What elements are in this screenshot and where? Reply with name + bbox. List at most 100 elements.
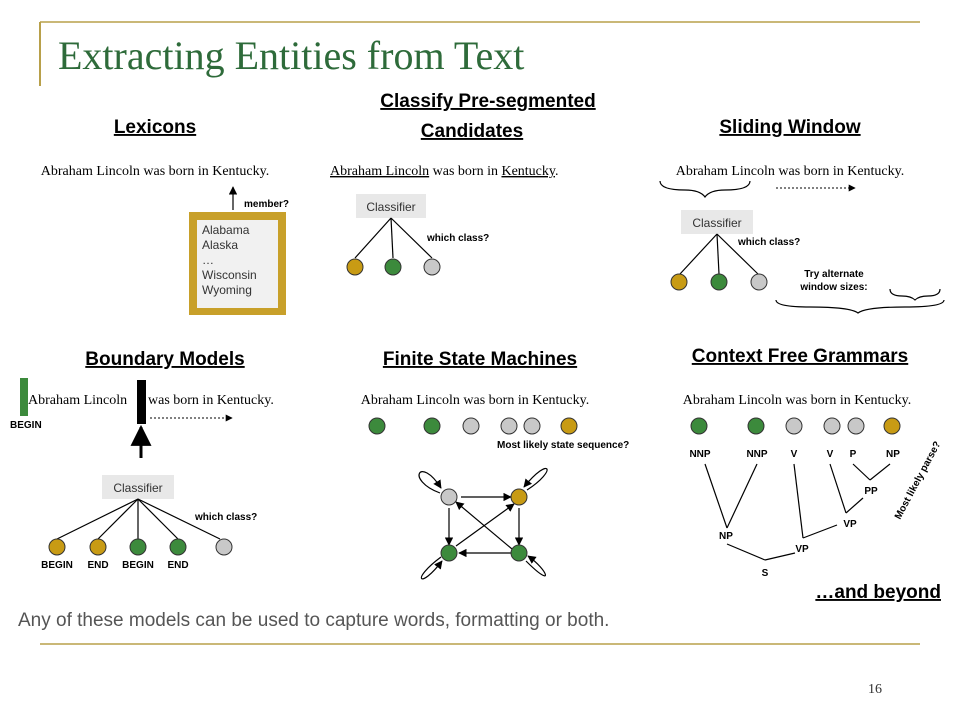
lexicons-panel: Lexicons Abraham Lincoln was born in Ken… xyxy=(41,117,289,315)
fsm-state-gray xyxy=(500,417,518,435)
parse-edge xyxy=(852,463,871,481)
fsm-self-loop xyxy=(525,555,546,577)
lexicon-item: … xyxy=(202,253,214,267)
sliding-heading: Sliding Window xyxy=(719,117,860,138)
window-brace xyxy=(659,180,751,199)
tree-edge xyxy=(390,217,394,259)
classify-heading-line1: Classify Pre-segmented xyxy=(380,91,595,112)
cfg-node-gray xyxy=(823,417,841,435)
cfg-tag: V xyxy=(791,449,798,460)
try-alternate-line1: Try alternate xyxy=(804,269,864,280)
window-brace-small xyxy=(889,288,941,301)
boundary-leaf-label: BEGIN xyxy=(41,560,73,571)
boundary-leaf-label: BEGIN xyxy=(122,560,154,571)
boundary-which-class: which class? xyxy=(194,512,257,523)
window-brace-large xyxy=(775,299,945,314)
tree-edge xyxy=(390,217,433,259)
parse-edge xyxy=(802,524,838,539)
boundary-sentence-right: was born in Kentucky. xyxy=(148,393,274,408)
cfg-np: NP xyxy=(719,531,733,542)
parse-edge xyxy=(704,463,728,529)
tree-edge xyxy=(137,498,179,540)
boundary-classifier-box xyxy=(102,475,174,499)
sliding-panel: Sliding Window Abraham Lincoln was born … xyxy=(659,117,945,314)
sliding-which-class: which class? xyxy=(737,237,800,248)
lexicon-item: Wyoming xyxy=(202,283,252,297)
cfg-pp: PP xyxy=(864,486,878,497)
fsm-heading: Finite State Machines xyxy=(383,349,577,370)
classify-sentence: Abraham Lincoln was born in Kentucky. xyxy=(330,164,559,179)
lexicons-heading: Lexicons xyxy=(114,117,196,138)
begin-marker xyxy=(20,378,28,416)
classify-which-class: which class? xyxy=(426,233,489,244)
segment-end: . xyxy=(555,164,559,179)
fsm-state-gray xyxy=(523,417,541,435)
fsm-edge xyxy=(455,503,515,547)
fsm-edge xyxy=(455,501,513,550)
fsm-node-gold xyxy=(510,488,528,506)
class-node-gold xyxy=(670,273,688,291)
classify-heading-line2: Candidates xyxy=(421,121,523,142)
cfg-vp-lower: VP xyxy=(795,544,809,555)
fsm-self-loop xyxy=(421,556,443,580)
cfg-node-gray xyxy=(785,417,803,435)
tree-edge xyxy=(679,233,718,275)
lexicon-item: Alaska xyxy=(202,238,238,252)
tree-edge xyxy=(716,233,720,275)
tree-edge xyxy=(137,498,221,540)
classify-classifier-box xyxy=(356,194,426,218)
cfg-node-gold xyxy=(883,417,901,435)
sliding-classifier-label: Classifier xyxy=(692,216,741,230)
cfg-tag: V xyxy=(827,449,834,460)
lexicon-item: Wisconsin xyxy=(202,268,257,282)
fsm-self-loop xyxy=(418,471,442,494)
cfg-tag: P xyxy=(850,449,857,460)
tree-edge xyxy=(716,233,759,275)
parse-edge xyxy=(764,552,796,561)
class-node-green xyxy=(710,273,728,291)
boundary-pointer xyxy=(137,380,146,424)
try-alternate-line2: window sizes: xyxy=(799,282,867,293)
sliding-sentence: Abraham Lincoln was born in Kentucky. xyxy=(676,164,904,179)
parse-edge xyxy=(726,463,758,529)
member-label: member? xyxy=(244,199,289,210)
parse-edge xyxy=(869,463,891,481)
lexicon-box xyxy=(197,220,278,308)
fsm-panel: Finite State Machines Abraham Lincoln wa… xyxy=(361,349,629,580)
boundary-leaf-label: END xyxy=(167,560,188,571)
fsm-sentence: Abraham Lincoln was born in Kentucky. xyxy=(361,393,589,408)
class-node-gray xyxy=(750,273,768,291)
boundary-sentence-left: Abraham Lincoln xyxy=(28,393,127,408)
segment-mid: was born in xyxy=(429,164,501,179)
fsm-self-loop xyxy=(523,467,548,491)
cfg-heading: Context Free Grammars xyxy=(692,346,908,367)
cfg-node-green xyxy=(690,417,708,435)
cfg-most-likely: Most likely parse? xyxy=(893,440,943,522)
cfg-tag: NNP xyxy=(746,449,767,460)
classify-panel: Classify Pre-segmented Candidates Abraha… xyxy=(330,91,596,276)
tree-edge xyxy=(97,498,139,540)
cfg-sentence: Abraham Lincoln was born in Kentucky. xyxy=(683,393,911,408)
segment-place: Kentucky xyxy=(501,164,555,179)
parse-edge xyxy=(829,463,847,514)
tree-edge xyxy=(56,498,139,540)
boundary-node-end-green xyxy=(169,538,187,556)
fsm-most-likely: Most likely state sequence? xyxy=(497,440,629,451)
cfg-vp-upper: VP xyxy=(843,519,857,530)
lexicons-sentence: Abraham Lincoln was born in Kentucky. xyxy=(41,164,269,179)
fsm-state-gray xyxy=(462,417,480,435)
parse-edge xyxy=(793,463,804,539)
fsm-state-green xyxy=(368,417,386,435)
boundary-node-gray xyxy=(215,538,233,556)
title-frame xyxy=(39,21,920,645)
cfg-tag: NNP xyxy=(689,449,710,460)
parse-edge xyxy=(845,497,864,514)
fsm-node-green xyxy=(510,544,528,562)
segment-name: Abraham Lincoln xyxy=(330,164,429,179)
classify-classifier-label: Classifier xyxy=(366,200,415,214)
and-beyond: …and beyond xyxy=(815,582,941,603)
begin-marker-label: BEGIN xyxy=(10,420,42,431)
cfg-tag: NP xyxy=(886,449,900,460)
slide-title: Extracting Entities from Text xyxy=(58,33,525,78)
